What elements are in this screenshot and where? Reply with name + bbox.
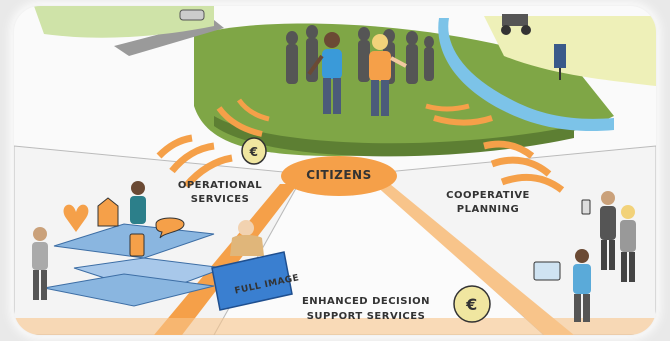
citizen-orange: [369, 34, 407, 116]
citizens-hub: [281, 156, 397, 196]
hill-ripple-right-2: [425, 103, 470, 112]
orange-path-left: [154, 184, 298, 335]
person-pointing: [130, 181, 146, 224]
full-image-board: [211, 251, 293, 311]
svg-text:€: €: [465, 295, 478, 314]
svg-text:€: €: [249, 145, 259, 159]
cooperative-label-line1: COOPERATIVE: [446, 190, 530, 201]
operational-label-line1: OPERATIONAL: [178, 180, 262, 191]
phone-icon: [129, 233, 145, 257]
speech-bubble-icon: [155, 217, 185, 239]
citizens-label: CITIZENS: [306, 168, 372, 182]
signal-arcs-right: [483, 140, 565, 193]
house-tile: [97, 197, 119, 227]
person-with-board: [230, 220, 264, 256]
hill-ripple-left-1: [216, 106, 263, 137]
enhanced-label-line2: SUPPORT SERVICES: [307, 311, 426, 322]
tractor: [501, 14, 531, 35]
cooperative-label-line2: PLANNING: [457, 204, 519, 215]
citizens-scene-illustration: € €: [14, 6, 656, 335]
illustration-card: € €: [14, 6, 656, 335]
hill-edge: [214, 116, 574, 157]
car: [179, 9, 205, 21]
person-right-tablet: [533, 249, 591, 322]
heart-icon: [63, 204, 89, 232]
person-right-blonde: [620, 205, 636, 282]
person-left-tiles: [32, 227, 48, 300]
top-left-meadow: [34, 6, 214, 38]
euro-coin-bottom-icon: €: [453, 285, 491, 323]
hill-ripple-right-1: [433, 115, 493, 126]
operational-label-line2: SERVICES: [191, 194, 250, 205]
crowd-silhouettes: [286, 25, 434, 84]
signal-arcs-left: [156, 134, 233, 189]
phone-right-icon: [581, 199, 591, 215]
orange-path-right: [374, 184, 574, 335]
citizen-blue: [307, 32, 342, 114]
euro-coin-icon: €: [241, 137, 267, 165]
hill-ripple-left-2: [236, 98, 270, 122]
river: [438, 18, 614, 132]
enhanced-label-line1: ENHANCED DECISION: [302, 296, 430, 307]
sensor-station: [554, 44, 566, 80]
orange-bottom-strip: [14, 318, 656, 335]
person-right-suit: [600, 191, 616, 270]
